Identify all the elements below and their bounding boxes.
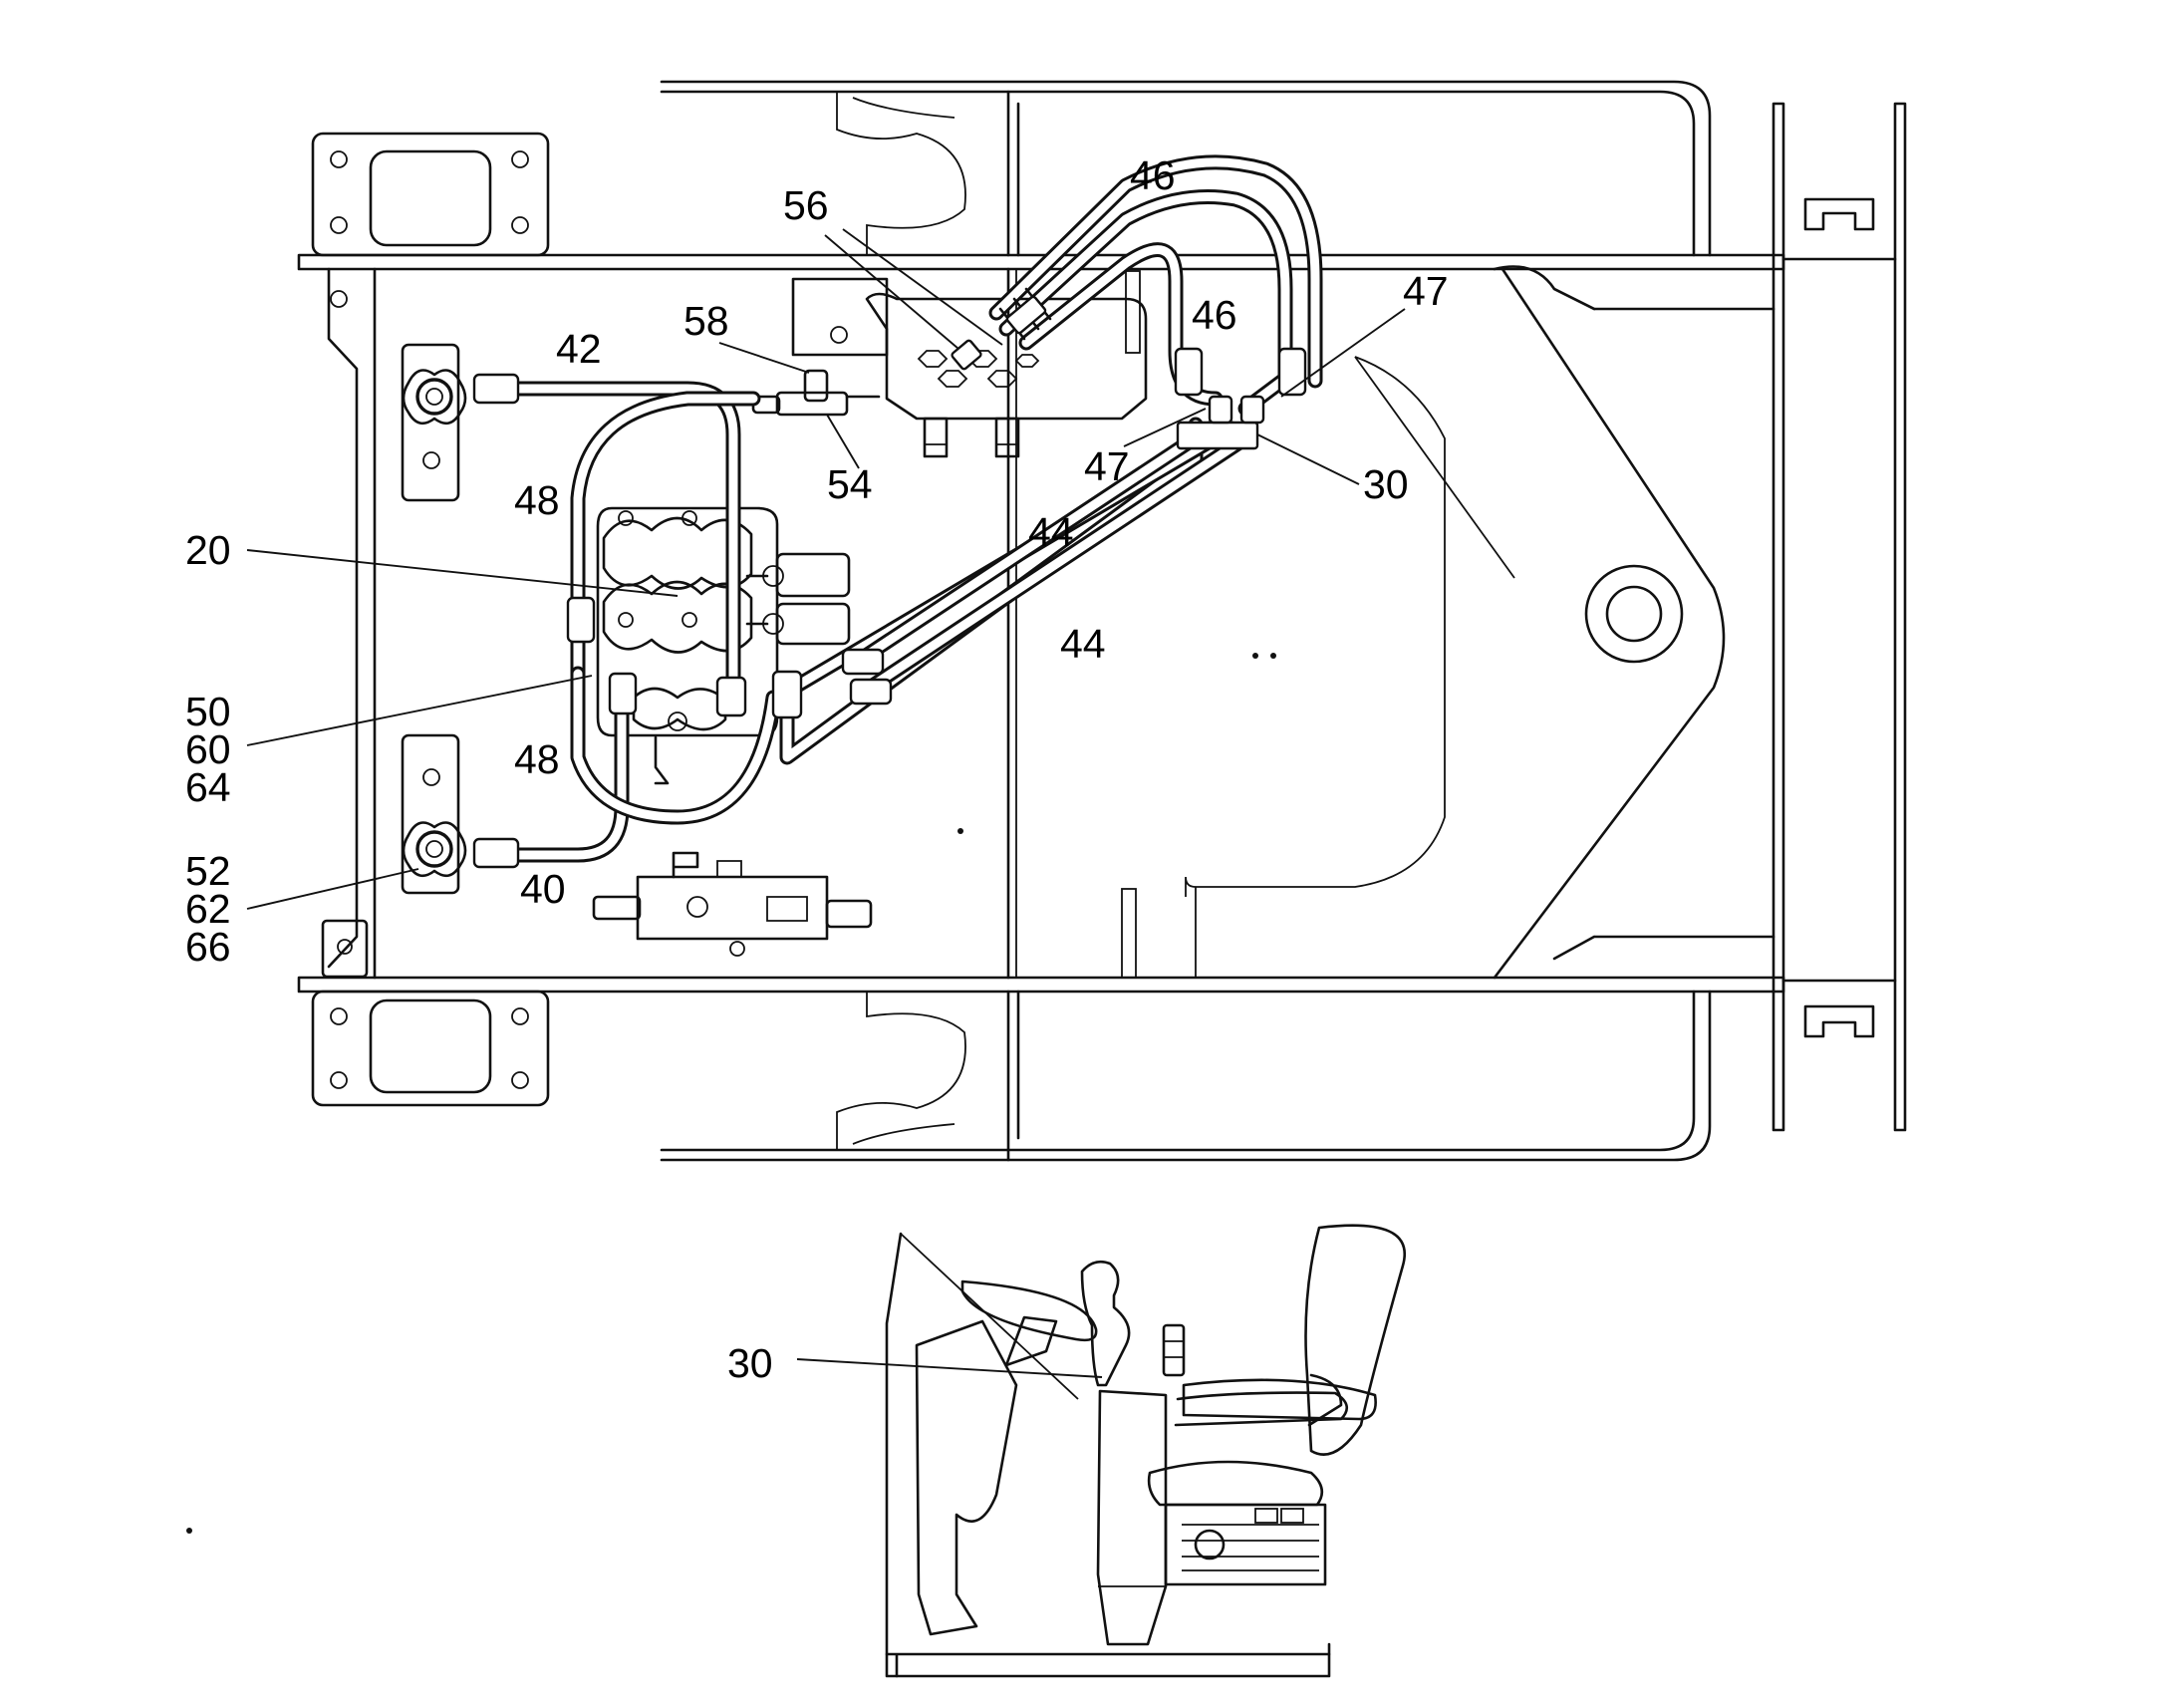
callout-58: 58	[683, 298, 729, 344]
callout-62: 62	[185, 886, 231, 932]
operator-cab-side-view	[885, 1224, 1406, 1678]
scan-specks	[186, 653, 1276, 1534]
lower-swivel-joint	[401, 733, 467, 895]
callout-56: 56	[783, 182, 829, 228]
callout-47-left: 47	[1084, 443, 1130, 489]
callout-64: 64	[185, 764, 231, 810]
bottom-outrigger-box	[660, 990, 1712, 1162]
callout-50: 50	[185, 689, 231, 734]
callout-30-top: 30	[1363, 461, 1409, 507]
callout-48-lower: 48	[514, 736, 560, 782]
leader-lines	[246, 228, 1406, 1378]
top-outrigger-box	[660, 80, 1712, 257]
callout-44-lower: 44	[1060, 621, 1106, 667]
callout-47-right: 47	[1403, 268, 1449, 314]
relief-valve-assembly	[592, 851, 873, 957]
callout-60: 60	[185, 726, 231, 772]
upper-swivel-joint	[401, 343, 467, 502]
left-bottom-mount-pad	[311, 919, 550, 1107]
hose-fittings	[472, 287, 1307, 869]
callout-30-cab: 30	[727, 1340, 773, 1386]
turntable-bracket	[1121, 265, 1775, 980]
callout-20: 20	[185, 527, 231, 573]
callout-46-top: 46	[1130, 152, 1176, 198]
callout-52: 52	[185, 848, 231, 894]
callout-44-upper: 44	[1028, 509, 1074, 555]
callout-labels: 42 58 56 54 46 46 47 47 30 44 44 48 48 2…	[185, 152, 1449, 1386]
callout-40: 40	[520, 866, 566, 912]
callout-66: 66	[185, 924, 231, 970]
left-top-mount-pad	[311, 132, 550, 308]
callout-46-mid: 46	[1192, 292, 1237, 338]
tee-fitting	[751, 369, 881, 417]
callout-54: 54	[827, 461, 873, 507]
callout-48-upper: 48	[514, 477, 560, 523]
callout-42: 42	[556, 326, 602, 372]
